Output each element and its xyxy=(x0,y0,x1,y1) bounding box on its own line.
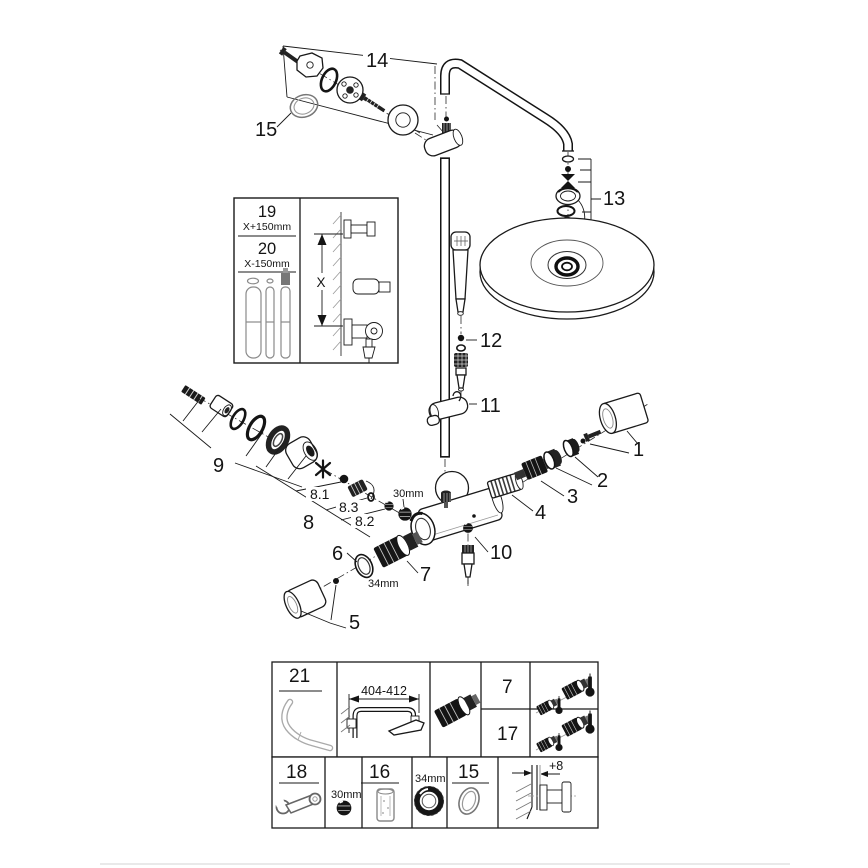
part-15-ring-icon xyxy=(289,93,319,119)
part-6-ring xyxy=(354,553,374,579)
parts-table-row2: 18 30mm 16 34mm 15 xyxy=(271,756,599,829)
part-2-caps xyxy=(543,438,580,470)
wall-hatch xyxy=(332,212,342,356)
arm-dimension-icon xyxy=(340,694,425,738)
escutcheon-icon xyxy=(387,104,419,136)
clip-icon xyxy=(561,174,575,188)
callout-14: 14 xyxy=(366,50,388,72)
diverter-knob-icon xyxy=(441,490,451,508)
parts-right-group: 4 3 2 xyxy=(486,392,649,524)
inset-item-20: 20 xyxy=(258,240,276,258)
callout-3: 3 xyxy=(567,486,578,508)
cartridge-thermo-icons-17 xyxy=(535,710,595,753)
callout-9: 9 xyxy=(213,455,224,477)
rail-wall-union xyxy=(423,116,464,157)
callout-6: 6 xyxy=(332,543,343,565)
callout-10: 10 xyxy=(490,542,512,564)
wall-items-icon xyxy=(343,219,391,363)
cartridge-icon xyxy=(434,693,481,728)
callout-4: 4 xyxy=(535,502,546,524)
callout-11: 11 xyxy=(480,395,501,417)
x-dimension: X xyxy=(312,233,343,327)
part-12-group: 12 xyxy=(454,330,502,392)
inset-item-19-length: X+150mm xyxy=(243,221,291,233)
callout-15: 15 xyxy=(255,119,277,141)
part-11-glide: 11 xyxy=(426,391,501,427)
inset-box: 19 X+150mm 20 X-150mm xyxy=(233,197,399,364)
tile-offset-label: +8 xyxy=(549,759,563,773)
table-item-7: 7 xyxy=(502,677,513,698)
part-1-handle xyxy=(580,392,649,444)
table-item-18: 18 xyxy=(286,762,307,783)
parts-table-row1: 21 404-412 7 xyxy=(271,661,599,758)
socket-tube-icon xyxy=(376,788,395,822)
x-dim-label: X xyxy=(316,275,325,290)
table-item-16: 16 xyxy=(369,762,390,783)
parts-567-group: 7 6 34mm 5 xyxy=(283,531,431,634)
wrench-icon xyxy=(274,792,322,815)
hand-shower xyxy=(450,231,471,316)
bolt-icon xyxy=(181,385,206,405)
inset-item-20-length: X-150mm xyxy=(244,258,290,270)
rail-tubes-icon xyxy=(245,268,291,359)
screw-icon xyxy=(358,92,386,113)
part-7-cartridge xyxy=(373,531,423,568)
part-14-group: 14 15 xyxy=(255,45,438,141)
callout-12: 12 xyxy=(480,330,502,352)
table-item-21: 21 xyxy=(289,666,310,687)
callout-13: 13 xyxy=(603,188,625,210)
ring-34mm-icon xyxy=(414,786,444,816)
knurled-nut-icon xyxy=(347,479,368,497)
shower-head xyxy=(479,217,655,320)
bracket-disc-icon xyxy=(336,76,364,104)
flanged-nut-icon xyxy=(555,186,581,206)
tile-offset-icon xyxy=(512,765,576,820)
cartridge-thermo-icons-7 xyxy=(535,673,595,716)
part-10-group: 10 xyxy=(461,522,512,584)
screw-icon xyxy=(278,46,299,64)
callout-8-2: 8.2 xyxy=(355,513,375,529)
callout-8: 8 xyxy=(303,512,314,534)
table-item-15: 15 xyxy=(458,762,479,783)
table-item-17: 17 xyxy=(497,724,518,745)
collar-icon xyxy=(209,394,234,418)
hose-connector-icon xyxy=(461,545,475,584)
knob-icon xyxy=(285,436,318,470)
callout-8-3: 8.3 xyxy=(339,499,359,515)
part-9-group: 9 xyxy=(169,385,318,488)
filter-icon xyxy=(454,353,468,367)
nut-size-label: 30mm xyxy=(393,488,424,500)
oval-ring-icon xyxy=(458,787,480,815)
arm-length-label: 404-412 xyxy=(361,684,407,698)
arm-pipe-icon xyxy=(281,698,334,752)
callout-1: 1 xyxy=(633,439,644,461)
mounting-plate-icon xyxy=(296,52,324,78)
callout-5: 5 xyxy=(349,612,360,634)
nut-icon xyxy=(335,799,353,817)
ribbed-ring-icon xyxy=(265,425,291,455)
callout-7: 7 xyxy=(420,564,431,586)
callout-2: 2 xyxy=(597,470,608,492)
table-ring-size: 34mm xyxy=(415,773,446,785)
table-nut-size: 30mm xyxy=(331,789,362,801)
ring-size-label: 34mm xyxy=(368,578,399,590)
part-8-group: 8.1 8.3 8.2 8 30mm xyxy=(255,459,424,538)
inset-item-19: 19 xyxy=(258,203,276,221)
shower-arm-pipe xyxy=(440,58,574,152)
o-ring-icon xyxy=(319,67,339,93)
part-5-knob xyxy=(283,579,327,619)
callout-8-1: 8.1 xyxy=(310,486,330,502)
